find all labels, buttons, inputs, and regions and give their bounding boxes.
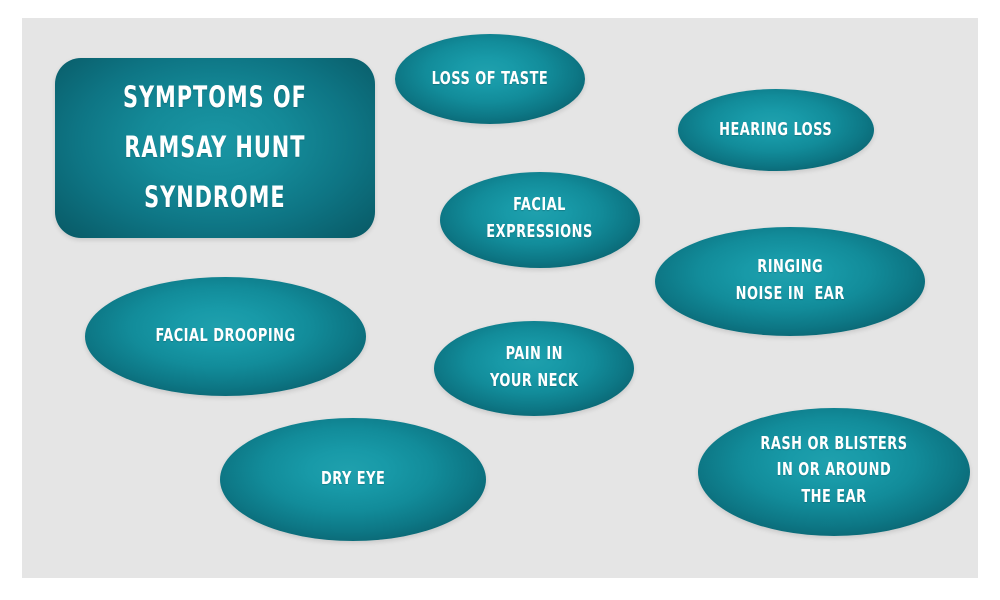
- symptom-node-rash-or-blisters: RASH OR BLISTERS IN OR AROUND THE EAR: [698, 408, 970, 536]
- title-card: SYMPTOMS OF RAMSAY HUNT SYNDROME: [55, 58, 375, 238]
- symptom-label-facial-drooping: FACIAL DROOPING: [155, 325, 296, 347]
- symptom-label-rash-or-blisters: RASH OR BLISTERS IN OR AROUND THE EAR: [760, 432, 908, 507]
- symptom-node-hearing-loss: HEARING LOSS: [678, 89, 874, 171]
- symptom-label-dry-eye: DRY EYE: [320, 468, 386, 490]
- symptom-node-pain-in-your-neck: PAIN IN YOUR NECK: [434, 321, 634, 416]
- symptom-node-facial-drooping: FACIAL DROOPING: [85, 277, 366, 396]
- symptom-label-hearing-loss: HEARING LOSS: [719, 118, 833, 140]
- symptom-node-facial-expressions: FACIAL EXPRESSIONS: [440, 172, 640, 268]
- symptom-label-pain-in-your-neck: PAIN IN YOUR NECK: [489, 342, 579, 391]
- symptom-node-dry-eye: DRY EYE: [220, 418, 486, 541]
- symptom-label-ringing-noise-in-ear: RINGING NOISE IN EAR: [735, 255, 845, 304]
- symptom-label-loss-of-taste: LOSS OF TASTE: [431, 67, 549, 89]
- title-card-label: SYMPTOMS OF RAMSAY HUNT SYNDROME: [123, 80, 307, 214]
- symptom-label-facial-expressions: FACIAL EXPRESSIONS: [486, 194, 594, 242]
- symptom-node-loss-of-taste: LOSS OF TASTE: [395, 34, 585, 124]
- symptom-node-ringing-noise-in-ear: RINGING NOISE IN EAR: [655, 227, 925, 336]
